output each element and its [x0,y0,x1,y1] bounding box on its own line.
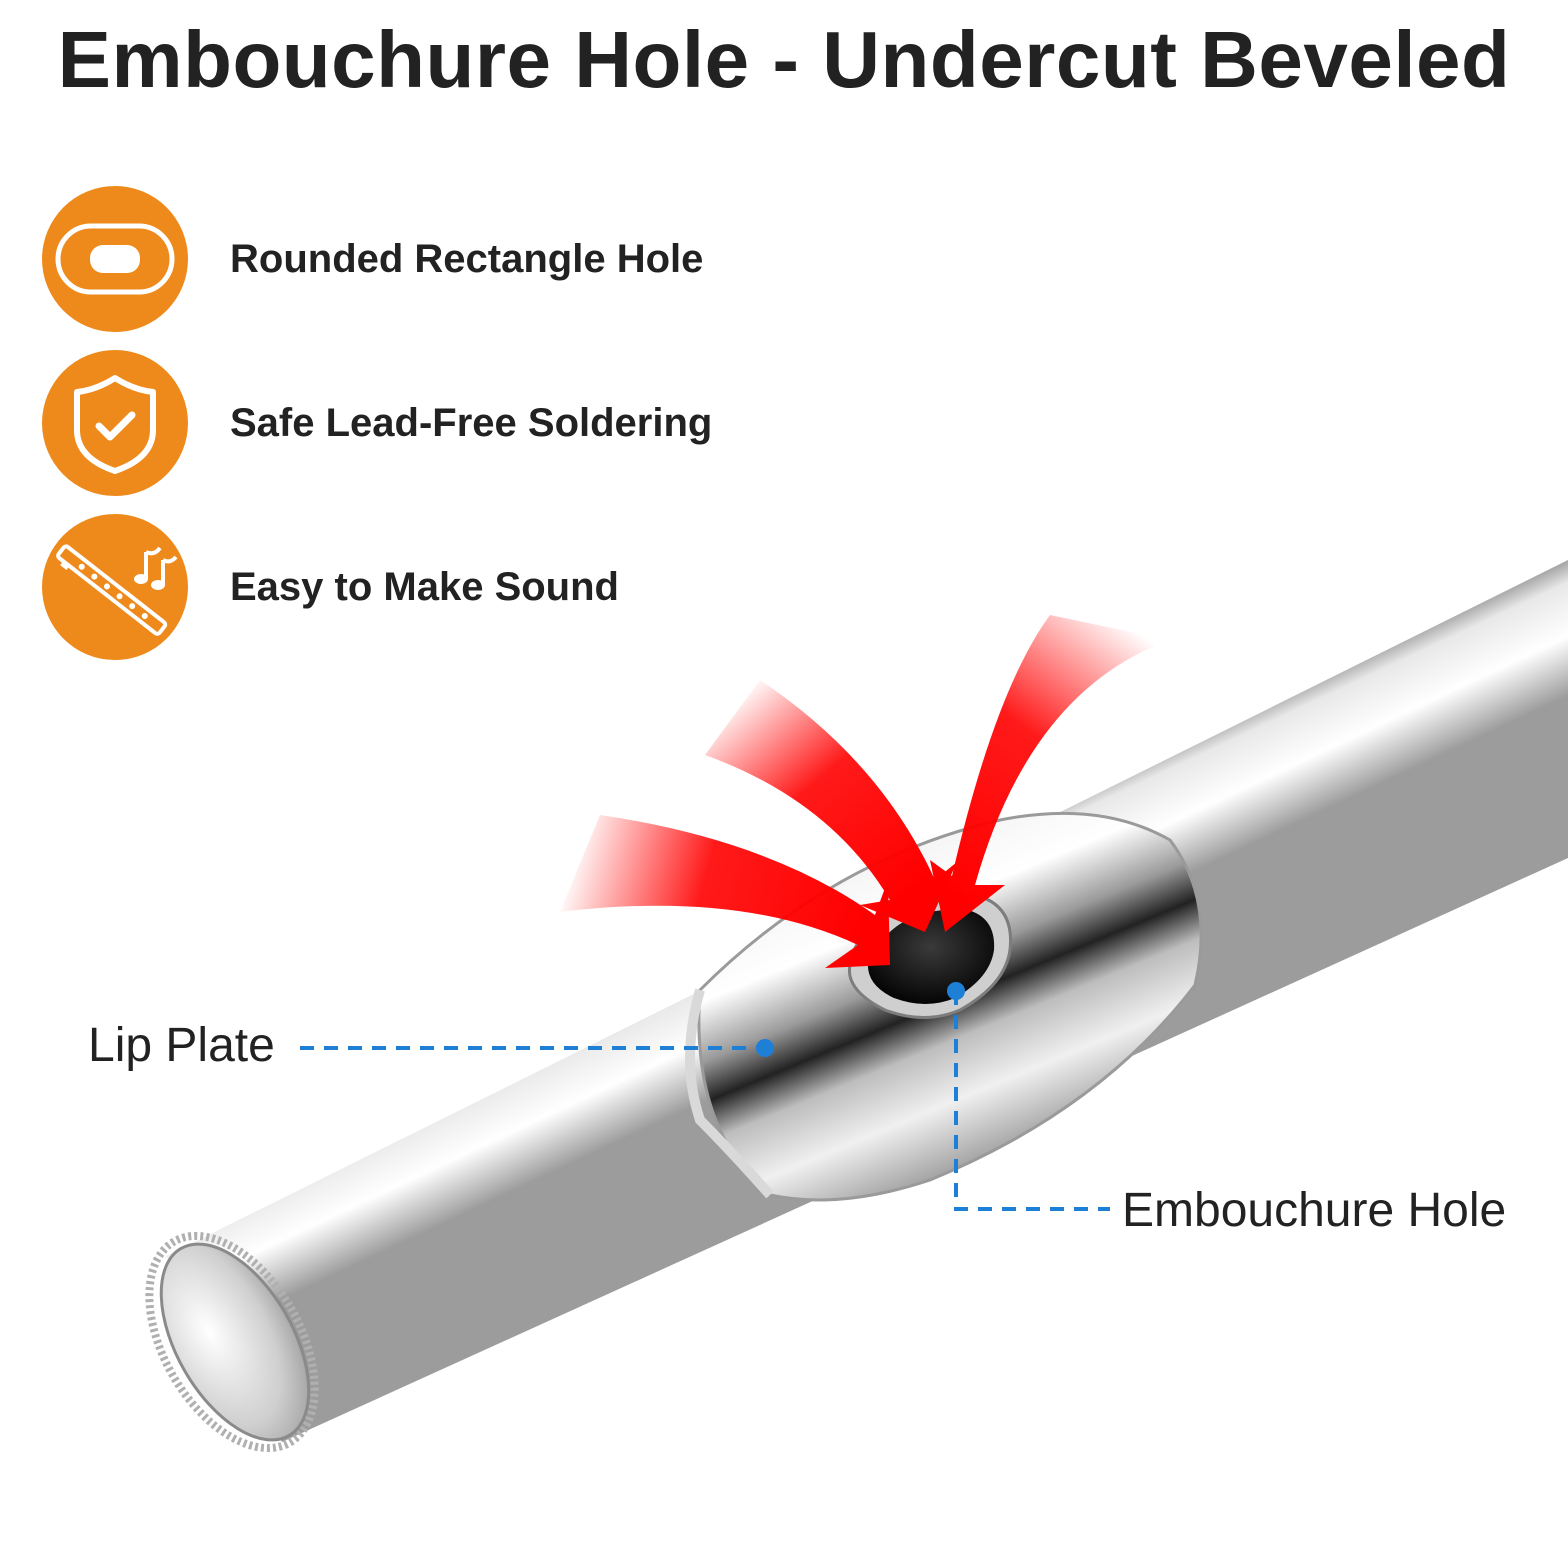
embouchure-hole-marker [947,982,965,1000]
flute-end-cap [145,1231,319,1453]
feature-rounded-rectangle-hole: Rounded Rectangle Hole [42,186,942,332]
red-arrows [560,615,1170,968]
feature-easy-sound: Easy to Make Sound [42,514,942,660]
shield-check-icon [42,350,188,496]
feature-list: Rounded Rectangle Hole Safe Lead-Free So… [0,0,1568,700]
callout-lines [300,982,1110,1211]
arrow-middle [705,680,957,932]
feature-lead-free-soldering: Safe Lead-Free Soldering [42,350,942,496]
embouchure-hole [847,892,1013,1019]
rounded-rectangle-icon [42,186,188,332]
embouchure-hole-label: Embouchure Hole [1122,1184,1507,1237]
page-title: Embouchure Hole - Undercut Beveled [57,15,1511,104]
lip-plate-label: Lip Plate [88,1019,275,1072]
lip-plate-marker [756,1039,774,1057]
feature-label: Rounded Rectangle Hole [230,236,704,281]
arrow-left [560,815,890,968]
arrow-right [930,615,1170,932]
feature-label: Easy to Make Sound [230,564,619,609]
flute-music-note-icon [42,514,188,660]
embouchure-hole-leader [954,991,1110,1211]
feature-label: Safe Lead-Free Soldering [230,400,713,445]
